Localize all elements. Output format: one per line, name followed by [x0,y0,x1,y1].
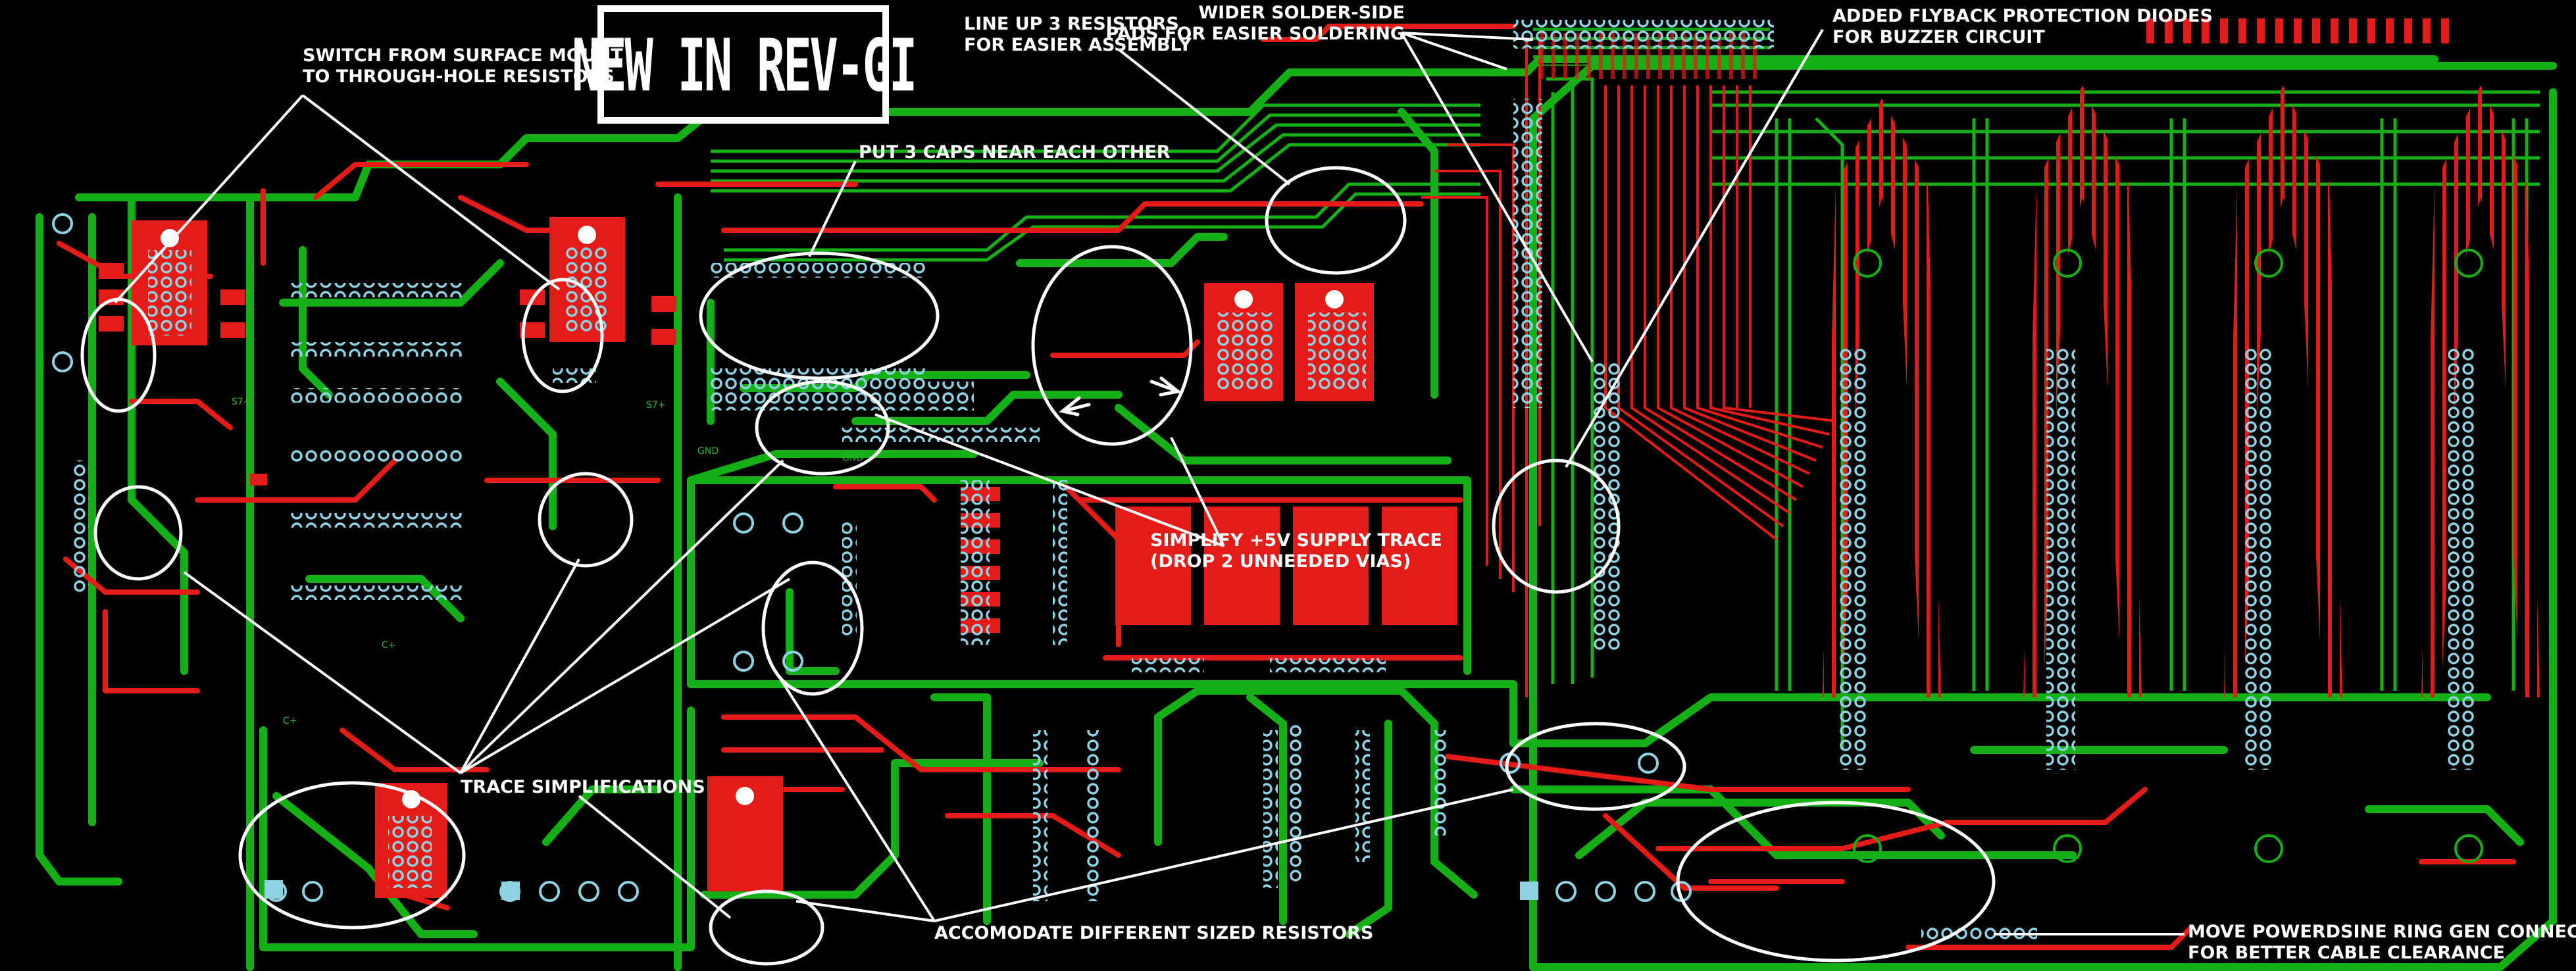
annotation-line-up-resistors: LINE UP 3 RESISTORS FOR EASIER ASSEMBLY [964,14,1192,55]
svg-text:WIDER SOLDER-SIDE: WIDER SOLDER-SIDE [1198,3,1405,23]
callout-circles [80,166,1996,966]
edge-connector-fingers [2146,18,2449,43]
arrow-marks [1059,376,1182,416]
svg-text:FOR EASIER ASSEMBLY: FOR EASIER ASSEMBLY [964,35,1192,55]
annotation-resistor-sizes: ACCOMODATE DIFFERENT SIZED RESISTORS [934,923,1373,943]
annotation-wider-pads: WIDER SOLDER-SIDE PADS FOR EASIER SOLDER… [1105,3,1405,44]
silk-gnd-2: GND [842,453,863,463]
silk-s-plus-2: S7+ [646,400,666,411]
annotation-smd-to-th: SWITCH FROM SURFACE MOUNT TO THROUGH-HOL… [303,45,623,87]
svg-text:FOR BUZZER CIRCUIT: FOR BUZZER CIRCUIT [1832,27,2045,47]
svg-text:PUT 3 CAPS NEAR EACH OTHER: PUT 3 CAPS NEAR EACH OTHER [859,142,1171,162]
svg-text:FOR BETTER CABLE CLEARANCE: FOR BETTER CABLE CLEARANCE [2188,943,2505,963]
callout-leaders [114,28,2185,935]
top-copper-spear-bundles [1823,86,2540,697]
svg-text:MOVE POWERDSINE RING GEN CONNE: MOVE POWERDSINE RING GEN CONNECTOR [2188,922,2576,942]
svg-text:LINE UP 3 RESISTORS: LINE UP 3 RESISTORS [964,14,1179,34]
silk-s-plus-4: C+ [283,716,297,726]
svg-text:SIMPLIFY +5V SUPPLY TRACE: SIMPLIFY +5V SUPPLY TRACE [1150,530,1442,551]
silk-gnd-1: GND [697,446,719,457]
top-copper-fanout-bundles [1421,39,1836,697]
silk-s-plus-1: S7+ [232,397,251,407]
annotation-flyback-diodes: ADDED FLYBACK PROTECTION DIODES FOR BUZZ… [1832,6,2213,47]
svg-text:ACCOMODATE DIFFERENT SIZED RES: ACCOMODATE DIFFERENT SIZED RESISTORS [934,923,1373,943]
svg-text:ADDED FLYBACK PROTECTION DIODE: ADDED FLYBACK PROTECTION DIODES [1832,6,2213,26]
annotation-supply-trace: SIMPLIFY +5V SUPPLY TRACE (DROP 2 UNNEED… [1150,530,1442,572]
annotation-powerdsine: MOVE POWERDSINE RING GEN CONNECTOR FOR B… [2188,922,2576,963]
square-pads [265,880,1538,900]
page-title: NEW IN REV-GI [572,24,915,108]
annotation-caps: PUT 3 CAPS NEAR EACH OTHER [859,142,1171,162]
svg-text:TO THROUGH-HOLE RESISTORS: TO THROUGH-HOLE RESISTORS [303,66,615,87]
silk-s-plus-3: C+ [382,640,396,651]
annotation-trace-simplifications: TRACE SIMPLIFICATIONS [461,777,705,797]
ic-key-pads [161,226,1344,809]
svg-text:(DROP 2 UNNEEDED VIAS): (DROP 2 UNNEEDED VIAS) [1150,551,1411,572]
svg-text:SWITCH FROM SURFACE MOUNT: SWITCH FROM SURFACE MOUNT [303,45,623,66]
svg-text:TRACE SIMPLIFICATIONS: TRACE SIMPLIFICATIONS [461,777,705,797]
svg-text:PADS FOR EASIER SOLDERING: PADS FOR EASIER SOLDERING [1105,24,1405,44]
bottom-copper-bundle-top [711,77,1594,684]
